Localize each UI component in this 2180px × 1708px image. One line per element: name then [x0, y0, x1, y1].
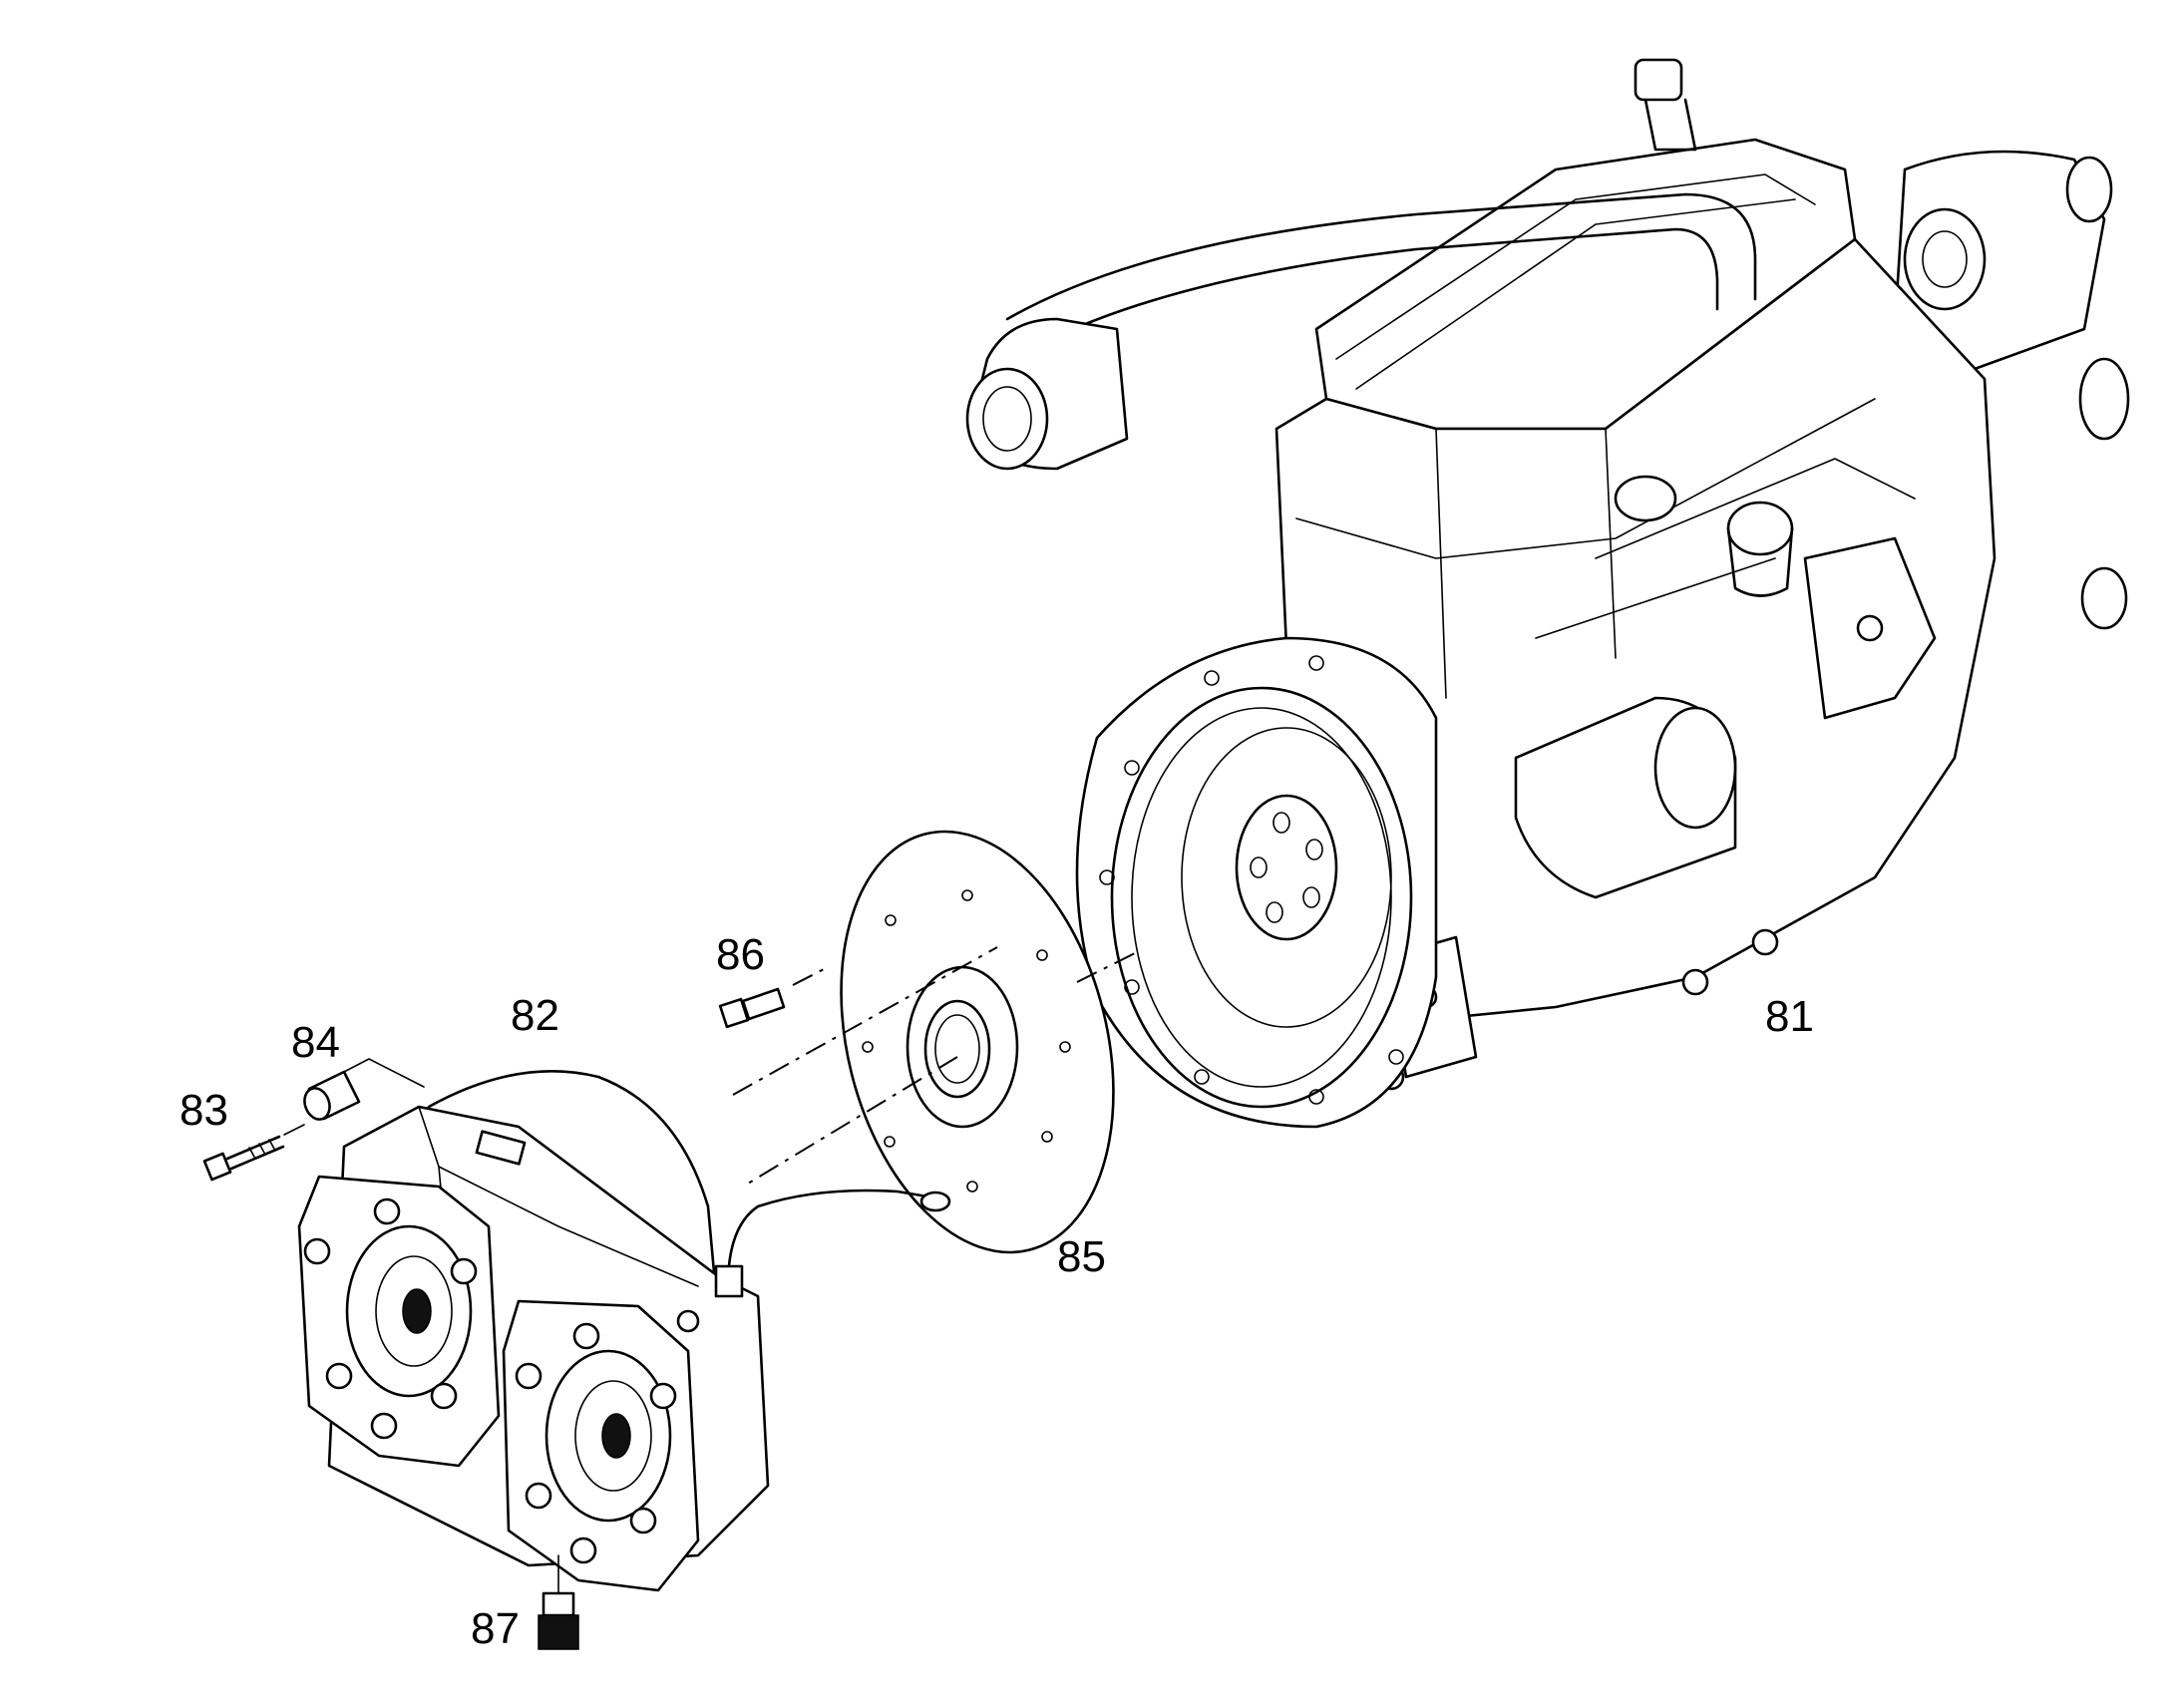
bolt-83	[202, 1135, 285, 1182]
coupling-plate	[840, 830, 1115, 1254]
callout-81: 81	[1765, 992, 1814, 1041]
callout-84: 84	[291, 1018, 340, 1067]
pump-drive-gearbox	[297, 1069, 951, 1592]
callout-86: 86	[716, 930, 765, 979]
leader-lines	[283, 946, 1138, 1594]
callout-83: 83	[180, 1086, 228, 1135]
callout-87: 87	[471, 1604, 520, 1653]
engine-assembly	[965, 58, 2130, 1129]
callout-85: 85	[1057, 1232, 1106, 1281]
callout-82: 82	[511, 991, 559, 1040]
fitting-87	[538, 1591, 579, 1650]
spacer-84	[303, 1070, 361, 1121]
bolt-86	[718, 987, 786, 1029]
